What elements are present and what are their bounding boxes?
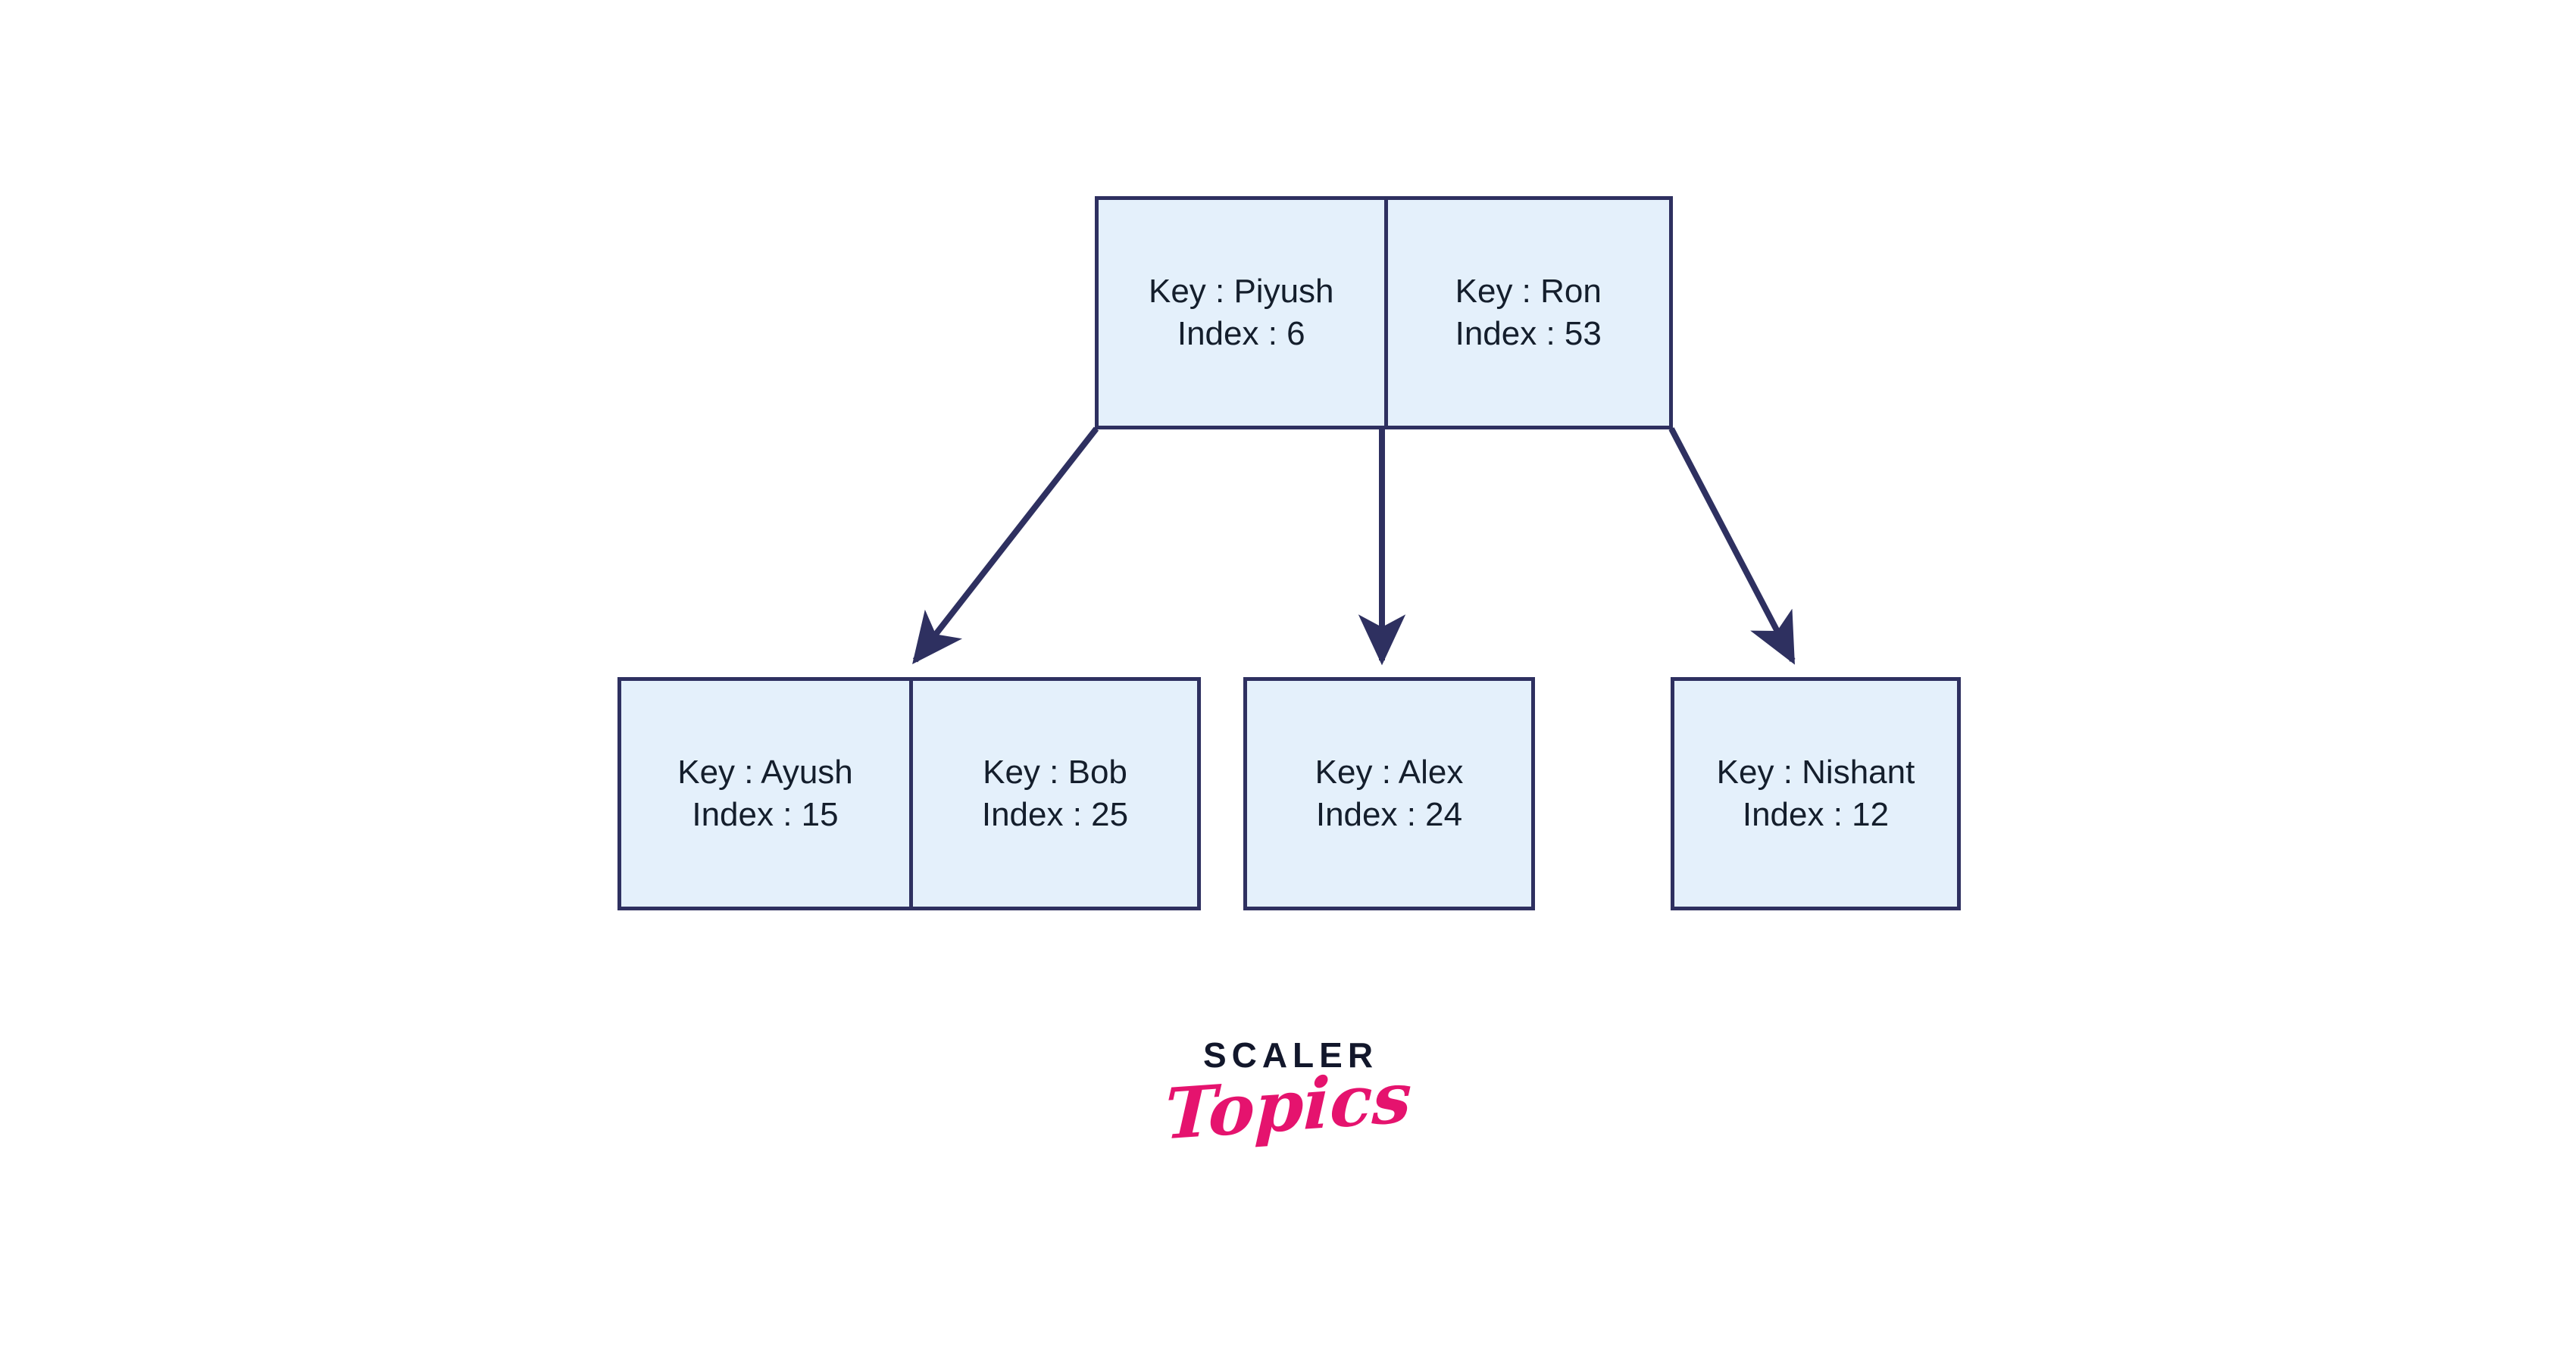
root-cell-0[interactable]: Key : Piyush Index : 6 (1099, 200, 1384, 426)
leaf-3-cell-0[interactable]: Key : Nishant Index : 12 (1674, 681, 1957, 907)
leaf-3-cell-0-index: Index : 12 (1742, 796, 1890, 833)
leaf-node-2[interactable]: Key : Alex Index : 24 (1243, 677, 1535, 910)
leaf-1-cell-1-index: Index : 25 (981, 796, 1129, 833)
root-cell-0-key: Key : Piyush (1148, 272, 1334, 310)
leaf-2-cell-0[interactable]: Key : Alex Index : 24 (1247, 681, 1531, 907)
leaf-3-cell-0-key: Key : Nishant (1716, 753, 1915, 791)
edge-root-to-leaf-3 (1668, 427, 1796, 665)
leaf-1-cell-0[interactable]: Key : Ayush Index : 15 (621, 681, 909, 907)
leaf-2-cell-0-index: Index : 24 (1315, 796, 1463, 833)
leaf-1-cell-1[interactable]: Key : Bob Index : 25 (909, 681, 1197, 907)
logo-topics-script: Topics (1163, 1056, 1413, 1156)
leaf-node-1[interactable]: Key : Ayush Index : 15 Key : Bob Index :… (617, 677, 1201, 910)
leaf-1-cell-0-index: Index : 15 (692, 796, 839, 833)
root-cell-0-index: Index : 6 (1177, 315, 1305, 352)
leaf-1-cell-0-key: Key : Ayush (677, 753, 853, 791)
root-cell-1[interactable]: Key : Ron Index : 53 (1383, 200, 1669, 426)
leaf-2-cell-0-key: Key : Alex (1315, 753, 1464, 791)
root-cell-1-index: Index : 53 (1455, 315, 1602, 352)
root-cell-1-key: Key : Ron (1455, 272, 1602, 310)
edge-root-to-leaf-1 (912, 426, 1099, 665)
root-node[interactable]: Key : Piyush Index : 6 Key : Ron Index :… (1095, 196, 1673, 429)
leaf-node-3[interactable]: Key : Nishant Index : 12 (1671, 677, 1961, 910)
logo-scaler-wordmark: SCALER (1202, 1035, 1379, 1075)
scaler-topics-logo: SCALER Topics (1163, 1035, 1412, 1219)
leaf-1-cell-1-key: Key : Bob (983, 753, 1127, 791)
